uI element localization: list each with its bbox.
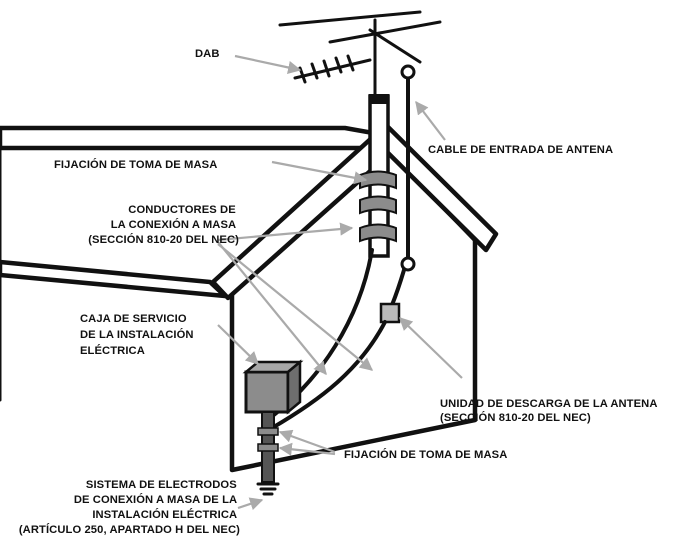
label-fijacion-toma-masa-top: FIJACIÓN DE TOMA DE MASA [54,158,217,171]
back-roof [0,125,393,151]
label-conductores: CONDUCTORES DE LA CONEXIÓN A MASA (SECCI… [88,204,239,246]
label-caja-servicio: CAJA DE SERVICIO DE LA INSTALACIÓN ELÉCT… [80,313,197,357]
side-roof [0,259,228,299]
dab-antenna [293,54,372,84]
antenna-discharge-unit [379,302,401,324]
pointer-arrows [217,54,463,511]
service-box [242,359,304,415]
label-dab: DAB [195,48,220,60]
grounding-electrode [256,411,280,496]
label-fijacion-toma-masa-bottom: FIJACIÓN DE TOMA DE MASA [344,448,507,461]
label-sistema-electrodos: SISTEMA DE ELECTRODOS DE CONEXIÓN A MASA… [19,479,240,536]
label-cable-entrada: CABLE DE ENTRADA DE ANTENA [428,144,613,156]
mast-ground-clamps [359,170,397,243]
label-unidad-descarga: UNIDAD DE DESCARGA DE LA ANTENA (SECCIÓN… [440,398,660,424]
house [0,122,499,473]
